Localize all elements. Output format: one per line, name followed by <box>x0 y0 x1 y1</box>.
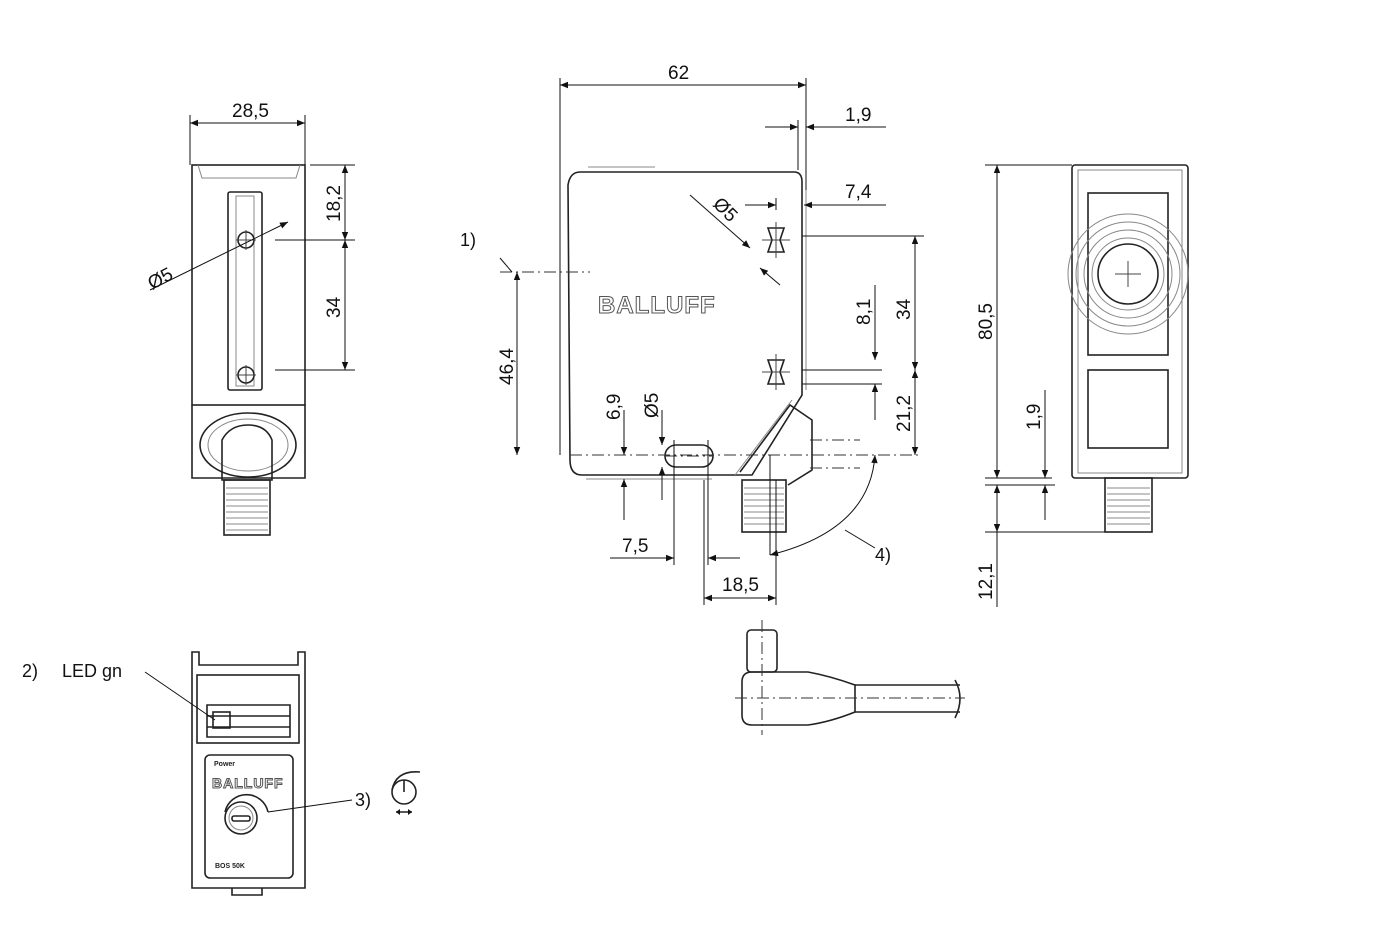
bottom-hole-dia-dim: Ø5 <box>642 393 663 418</box>
note-1: 1) <box>460 230 476 250</box>
side-width-dim: 28,5 <box>232 101 269 122</box>
sensitivity-potentiometer[interactable] <box>224 801 258 835</box>
power-label: Power <box>214 761 235 768</box>
lower-dim: 21,2 <box>894 395 915 432</box>
slot-dim: 8,1 <box>854 299 875 325</box>
hole-offset-dim: 7,4 <box>845 182 872 203</box>
side-hole-dia-dim: Ø5 <box>144 264 176 294</box>
offset-dim: 1,9 <box>845 105 871 126</box>
brand-logo: BALLUFF <box>598 292 716 319</box>
side-view: 28,5 18,2 34 Ø5 <box>144 101 355 536</box>
note-4: 4) <box>875 545 891 565</box>
rear-view: Power BALLUFF BOS 50K 2) LED gn 3) <box>22 651 421 896</box>
connector-dim: 12,1 <box>976 563 997 600</box>
length-dim: 62 <box>668 63 689 84</box>
side-top-dim: 18,2 <box>324 185 345 222</box>
cable-connector-view <box>735 620 965 735</box>
main-view: BALLUFF 62 1,9 7,4 Ø5 1) 46,4 8, <box>460 63 924 605</box>
connector-offset-dim: 18,5 <box>722 575 759 596</box>
side-hole-spacing-dim: 34 <box>324 296 345 318</box>
led-label: LED gn <box>62 661 122 681</box>
gap-dim: 1,9 <box>1024 404 1045 430</box>
model-label: BOS 50K <box>215 863 245 870</box>
rear-brand-logo: BALLUFF <box>212 775 284 791</box>
bottom-offset-dim: 6,9 <box>604 394 625 420</box>
front-view: 80,5 1,9 12,1 <box>976 164 1189 607</box>
height-dim: 80,5 <box>976 303 997 340</box>
hole-dia-dim: Ø5 <box>708 194 741 227</box>
axis-height-dim: 46,4 <box>497 348 518 385</box>
led-indicator <box>212 711 231 729</box>
hole-spacing-dim: 34 <box>894 298 915 320</box>
slot-width-dim: 7,5 <box>622 536 648 557</box>
note-3: 3) <box>355 790 371 810</box>
note-2: 2) <box>22 661 38 681</box>
potentiometer-symbol-icon <box>391 771 421 815</box>
